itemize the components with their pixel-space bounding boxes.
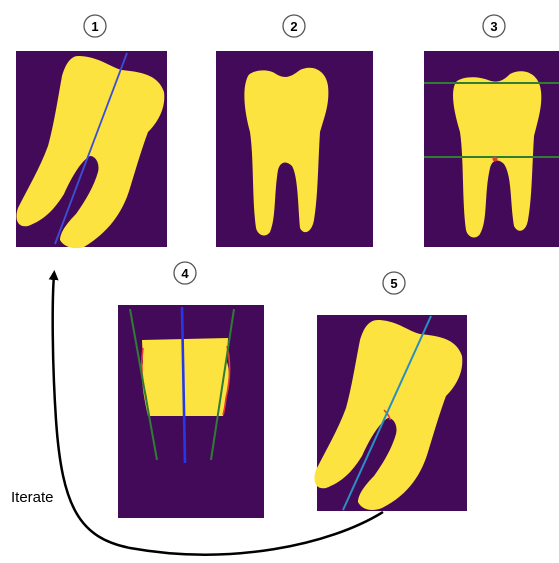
panel-3-guide-lines bbox=[424, 51, 559, 247]
step-5-number-badge: 5 bbox=[383, 272, 405, 294]
step-1-number-badge: 1 bbox=[84, 15, 106, 37]
step-1-number: 1 bbox=[91, 19, 98, 34]
iterate-label: Iterate bbox=[11, 489, 54, 506]
step-4-number-badge: 4 bbox=[174, 262, 196, 284]
panel-3-furcation-point bbox=[493, 157, 498, 162]
step-3-number: 3 bbox=[490, 19, 497, 34]
panel-4-tooth-crop bbox=[142, 338, 229, 416]
panel-1-tilted-tooth bbox=[16, 51, 167, 248]
step-5-number: 5 bbox=[390, 276, 397, 291]
step-2-number-badge: 2 bbox=[283, 15, 305, 37]
panel-2-upright-tooth bbox=[216, 51, 373, 247]
step-3-number-badge: 3 bbox=[483, 15, 505, 37]
step-4-number: 4 bbox=[181, 266, 189, 281]
step-2-number: 2 bbox=[290, 19, 297, 34]
panel-4-crop-fit bbox=[118, 305, 264, 518]
panel-5-refined-axis bbox=[314, 315, 467, 511]
